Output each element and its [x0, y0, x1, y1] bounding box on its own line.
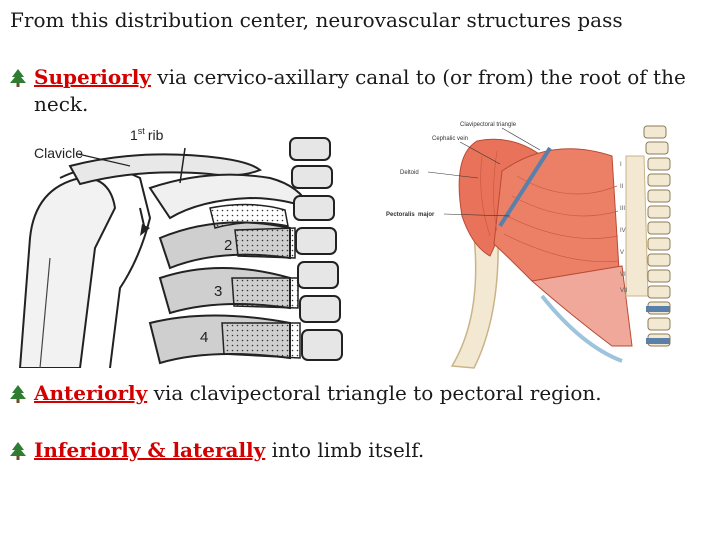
svg-text:IV: IV [620, 228, 626, 234]
intro-text: From this distribution center, neurovasc… [10, 8, 623, 32]
pectoral-muscle-illustration: I II III IV V VI VII Clavipectoral trian… [382, 116, 690, 372]
tree-icon [10, 69, 26, 87]
bullet-text: into limb itself. [265, 438, 425, 462]
label-pectoralis-major: Pectoralis major [386, 212, 435, 218]
label-rib-2: 2 [224, 237, 232, 254]
tree-icon [10, 385, 26, 403]
bullet-text: via clavipectoral triangle to pectoral r… [147, 381, 602, 405]
label-rib-3: 3 [214, 283, 222, 300]
label-deltoid: Deltoid [400, 170, 419, 176]
svg-text:II: II [620, 184, 624, 190]
bullet-superiorly: Superiorly via cervico-axillary canal to… [8, 64, 708, 118]
svg-text:VII: VII [620, 288, 628, 294]
bullet-keyword: Superiorly [34, 65, 151, 89]
svg-text:III: III [620, 206, 625, 212]
bullet-anteriorly: Anteriorly via clavipectoral triangle to… [8, 380, 708, 407]
svg-text:I: I [620, 162, 622, 168]
bullet-text: via cervico-axillary canal to (or from) … [34, 65, 686, 116]
bullet-inferiorly-laterally: Inferiorly & laterally into limb itself. [8, 437, 708, 464]
label-clavipectoral-triangle: Clavipectoral triangle [460, 122, 517, 128]
svg-text:V: V [620, 250, 624, 256]
label-clavicle: Clavicle [34, 145, 83, 161]
label-rib-4: 4 [200, 329, 208, 346]
label-cephalic-vein: Cephalic vein [432, 136, 468, 142]
bullet-keyword: Inferiorly & laterally [34, 438, 266, 462]
tree-icon [10, 442, 26, 460]
svg-text:VI: VI [620, 272, 626, 278]
bullet-keyword: Anteriorly [34, 381, 148, 405]
